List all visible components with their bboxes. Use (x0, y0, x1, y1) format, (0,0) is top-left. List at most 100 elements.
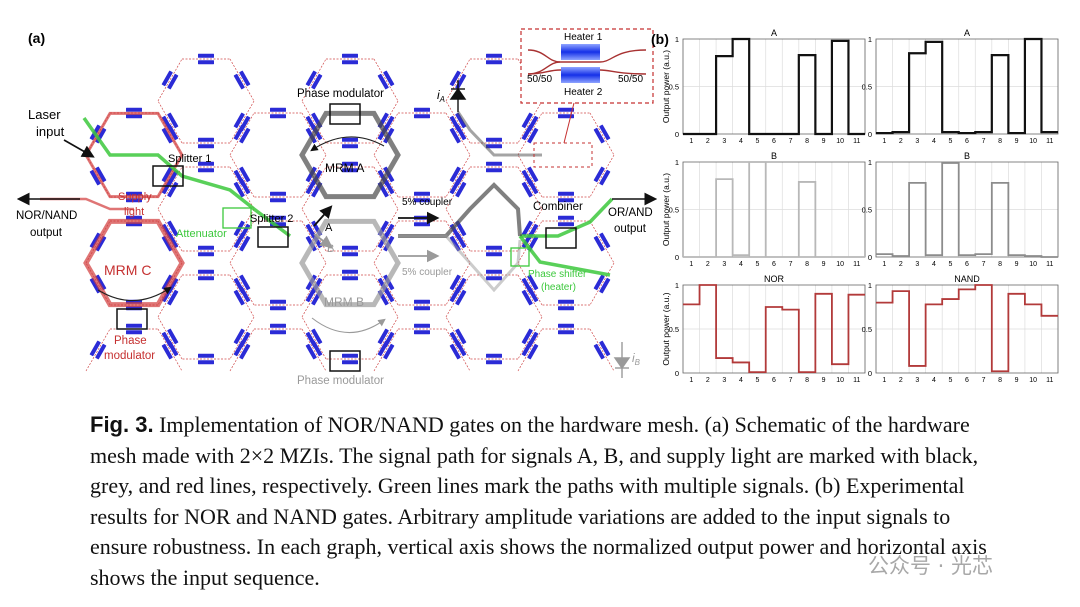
mzi-arm (377, 340, 389, 357)
mzi-block (342, 353, 358, 365)
splitter-2-label: Splitter 2 (250, 213, 293, 225)
mzi-block (449, 286, 467, 306)
mzi-arm (161, 115, 173, 132)
mzi-arm (95, 235, 107, 252)
mzi-block (233, 166, 251, 186)
phase-modulator-c-box (116, 308, 148, 330)
series-line (876, 162, 1058, 258)
mzi-arm (167, 112, 179, 129)
mzi-arm (233, 169, 245, 186)
inset-heater-1-label: Heater 1 (564, 32, 603, 43)
i-b-subscript: B (635, 358, 641, 367)
x-tick-label: 11 (1046, 261, 1053, 268)
mzi-arm (593, 166, 605, 183)
mrm-c-ring (83, 218, 185, 308)
mzi-arm (270, 299, 286, 304)
inset-heater-2 (561, 67, 600, 83)
waveguide-edge (229, 208, 255, 252)
mzi-arm (95, 274, 107, 291)
x-tick-label: 5 (756, 261, 760, 268)
phase-modulator-top-box (329, 103, 361, 125)
panel-a-tag: (a) (28, 30, 45, 46)
x-tick-label: 3 (915, 261, 919, 268)
mzi-block (233, 232, 251, 252)
mzi-block (198, 137, 214, 149)
waveguide-edge (445, 274, 471, 318)
mzi-arm (449, 166, 461, 183)
chart-frame (875, 161, 1059, 258)
waveguide-edge (373, 274, 399, 318)
supply-light-label: Supply (118, 191, 152, 203)
x-tick-label: 7 (789, 261, 793, 268)
mzi-arm (342, 353, 358, 358)
x-tick-label: 11 (853, 261, 860, 268)
mzi-arm (414, 330, 430, 335)
mzi-arm (161, 127, 173, 144)
signal-a-feed-path (456, 111, 542, 157)
mzi-block (593, 340, 611, 360)
mzi-block (126, 323, 142, 335)
mzi-arm (198, 144, 214, 149)
mzi-block (449, 328, 467, 348)
x-tick-label: 9 (1015, 138, 1019, 145)
mzi-block (521, 166, 539, 186)
mzi-block (486, 269, 502, 281)
inset-pointer-line (563, 102, 575, 144)
y-tick-label: 1 (675, 281, 679, 290)
mzi-arm (270, 215, 286, 220)
mzi-arm (342, 360, 358, 365)
mrm-b-rotation-arrow (311, 317, 386, 334)
waveguide-edge (229, 58, 255, 102)
mzi-arm (486, 360, 502, 365)
waveguide-edge (373, 58, 399, 102)
mzi-arm (305, 343, 317, 360)
mzi-block (342, 137, 358, 149)
mzi-arm (305, 115, 317, 132)
mzi-arm (167, 328, 179, 345)
mzi-arm (599, 124, 611, 141)
x-tick-label: 9 (1015, 377, 1019, 384)
waveguide-edge (229, 262, 255, 306)
x-tick-label: 4 (932, 261, 936, 268)
mzi-arm (527, 274, 539, 291)
mzi-arm (233, 181, 245, 198)
waveguide-edge (301, 166, 327, 210)
mzi-block (89, 340, 107, 360)
mzi-arm (414, 198, 430, 203)
waveguide-edge (517, 262, 543, 306)
mzi-block (233, 70, 251, 90)
waveguide-edge (517, 220, 543, 264)
mzi-arm (89, 340, 101, 357)
mzi-arm (342, 137, 358, 142)
x-tick-label: 10 (1029, 138, 1037, 145)
waveguide-edge (517, 274, 543, 318)
x-tick-label: 1 (689, 377, 693, 384)
x-tick-label: 6 (772, 261, 776, 268)
inset-mzi-waveguides (527, 49, 647, 75)
mzi-arm (126, 114, 142, 119)
mzi-block (593, 166, 611, 186)
waveguide-edge (589, 220, 615, 264)
waveguide-edge (301, 154, 327, 198)
splitter-1-label: Splitter 1 (168, 153, 211, 165)
y-tick-label: 0 (868, 253, 872, 262)
waveguide-edge (301, 100, 327, 144)
y-tick-label: 0.5 (862, 83, 872, 92)
x-tick-label: 6 (772, 377, 776, 384)
mzi-arm (558, 323, 574, 328)
mzi-arm (126, 330, 142, 335)
mzi-block (486, 353, 502, 365)
x-tick-label: 8 (805, 261, 809, 268)
waveguide-edge (517, 328, 543, 372)
y-tick-label: 1 (868, 158, 872, 167)
signal-a-label: A (325, 222, 333, 234)
attenuator-box (222, 207, 252, 229)
mzi-block (558, 215, 574, 227)
nor-nand-output-label-2: output (30, 227, 63, 239)
mzi-arm (233, 277, 245, 294)
laser-input-label: Laser (28, 107, 61, 122)
waveguide-edge (589, 262, 615, 306)
mzi-arm (198, 353, 214, 358)
